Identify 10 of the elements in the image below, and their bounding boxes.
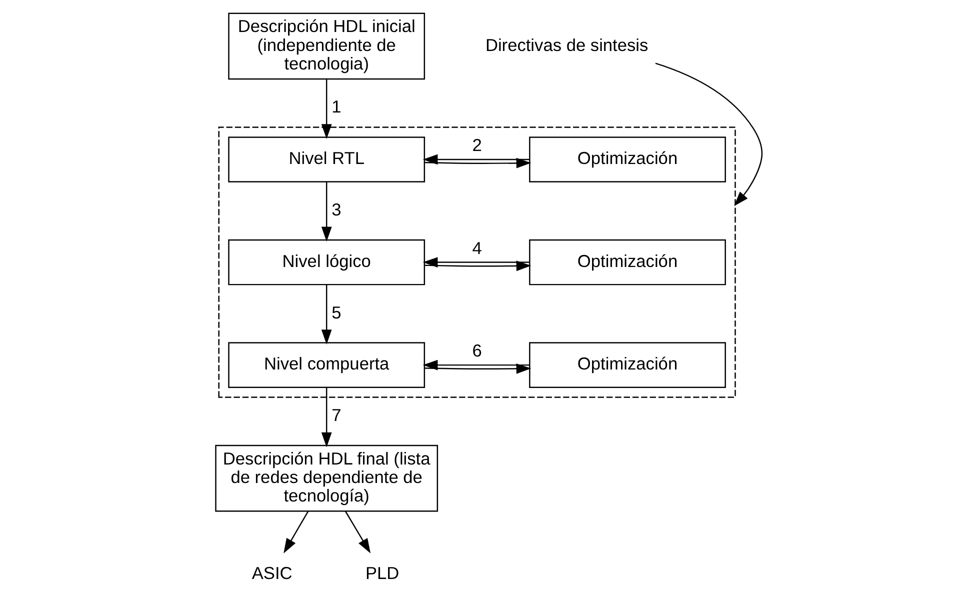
node-text: ASIC	[251, 562, 292, 583]
edge-label: 7	[331, 405, 341, 426]
edge-label: 3	[331, 199, 341, 220]
edge-label: 1	[331, 96, 341, 117]
edge-label: 6	[472, 340, 482, 361]
edge-label: 2	[472, 135, 482, 156]
edge-label: 4	[472, 238, 482, 258]
node-text: PLD	[364, 562, 399, 583]
edge-label: 5	[331, 302, 341, 322]
node-text: Directivas de sintesis	[484, 34, 648, 55]
